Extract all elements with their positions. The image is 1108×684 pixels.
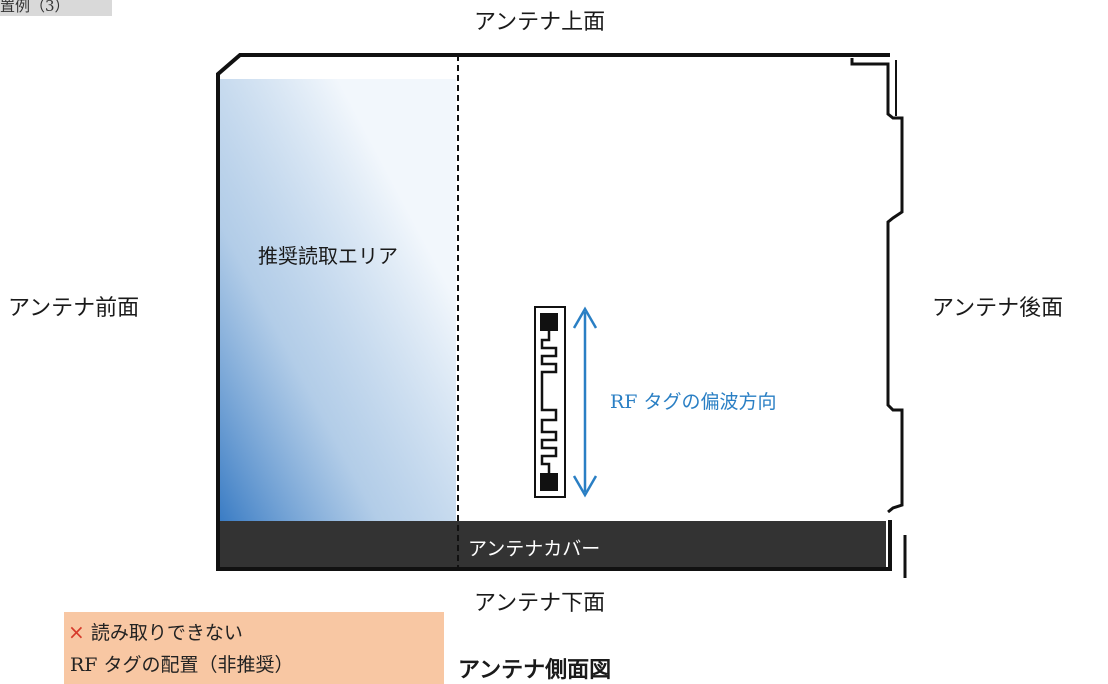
label-front: アンテナ前面 [8,296,140,321]
corner-caption: 置例（3） [0,0,112,16]
antenna-housing-outline [216,53,892,571]
recommended-area-label: 推奨読取エリア [258,244,398,268]
polarization-label: RF タグの偏波方向 [610,391,777,413]
non-recommended-note: × 読み取りできない RF タグの配置（非推奨） [64,612,444,684]
cross-mark-icon: × [68,620,85,644]
housing-back-bracket [850,58,904,514]
polarization-arrow [572,306,598,498]
rf-tag [534,306,566,498]
antenna-cover-label: アンテナカバー [468,538,601,560]
note-line-2: RF タグの配置（非推奨） [70,654,294,676]
recommended-area-fill [220,79,456,522]
label-bottom: アンテナ下面 [474,591,606,616]
figure-title: アンテナ側面図 [458,658,612,683]
antenna-cover-bar [218,521,886,569]
note-line-1: 読み取りできない [90,622,243,644]
label-back: アンテナ後面 [932,296,1064,321]
label-top: アンテナ上面 [474,10,606,35]
